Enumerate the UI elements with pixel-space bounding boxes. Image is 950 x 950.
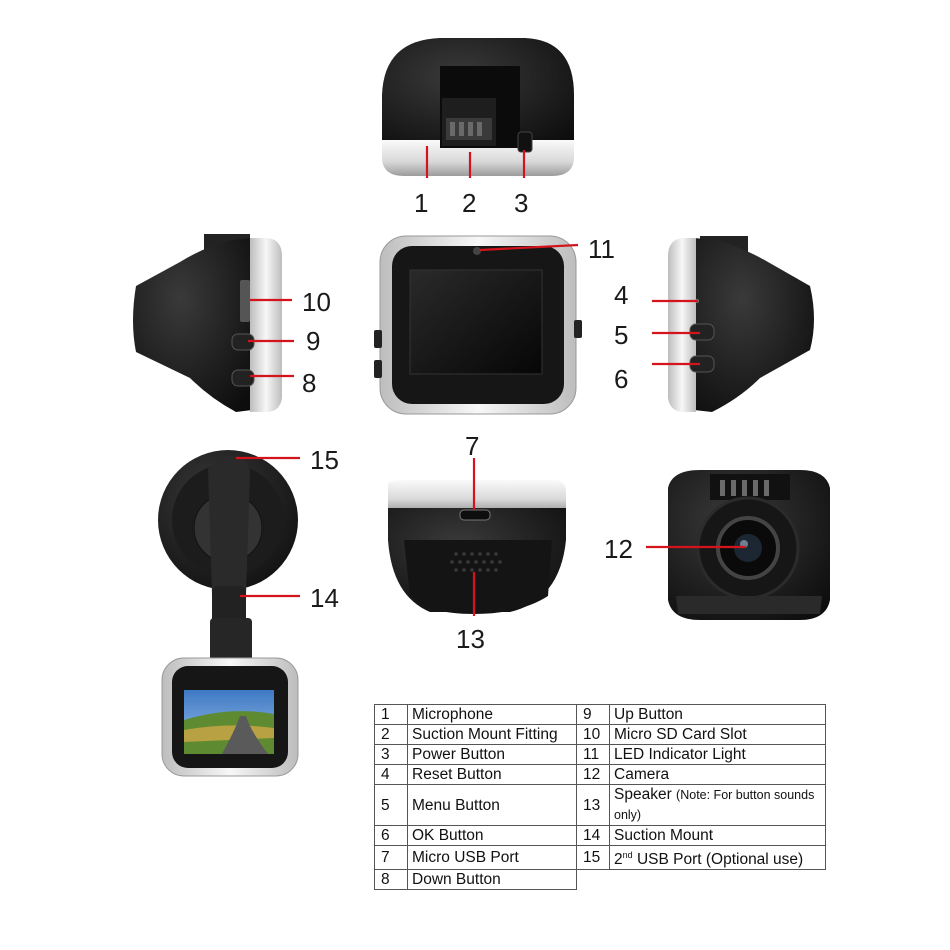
legend-label-sup: nd	[622, 850, 633, 860]
callout-4: 4	[614, 280, 628, 310]
front-screen-view	[374, 235, 582, 415]
legend-number: 1	[374, 704, 408, 725]
legend-label: Suction Mount Fitting	[407, 724, 577, 745]
top-view	[382, 38, 574, 176]
legend-number: 11	[576, 744, 610, 765]
legend-label-speaker: Speaker (Note: For button sounds only)	[609, 784, 826, 826]
legend-label: Reset Button	[407, 764, 577, 785]
legend-label: Suction Mount	[609, 825, 826, 846]
callout-15: 15	[310, 445, 339, 475]
bottom-view	[388, 480, 566, 614]
callout-10: 10	[302, 287, 331, 317]
legend-number: 6	[374, 825, 408, 846]
legend-label: Camera	[609, 764, 826, 785]
legend-label: Microphone	[407, 704, 577, 725]
back-camera-view	[668, 470, 830, 620]
legend-number: 12	[576, 764, 610, 785]
callout-3: 3	[514, 188, 528, 218]
legend-label: Power Button	[407, 744, 577, 765]
legend-number: 7	[374, 844, 408, 871]
callout-14: 14	[310, 583, 339, 613]
callout-8: 8	[302, 368, 316, 398]
legend-number: 2	[374, 724, 408, 745]
callout-6: 6	[614, 364, 628, 394]
table-row: 1 Microphone 9 Up Button	[374, 704, 826, 725]
right-side-view	[668, 236, 814, 412]
callout-1: 1	[414, 188, 428, 218]
callout-13: 13	[456, 624, 485, 654]
table-row: 7 Micro USB Port 15 2nd USB Port (Option…	[374, 844, 826, 871]
legend-label: OK Button	[407, 825, 577, 846]
legend-label: Up Button	[609, 704, 826, 725]
table-row: 3 Power Button 11 LED Indicator Light	[374, 744, 826, 765]
left-side-view	[133, 234, 282, 412]
legend-note: (Note: For button sounds only)	[614, 788, 815, 822]
leader-lines	[236, 146, 746, 616]
callout-7: 7	[465, 431, 479, 461]
legend-label: Down Button	[407, 869, 577, 891]
legend-label-usb2: 2nd USB Port (Optional use)	[609, 844, 826, 871]
legend-number: 13	[576, 784, 610, 826]
legend-number: 5	[374, 784, 408, 826]
legend-number: 14	[576, 825, 610, 846]
table-row: 5 Menu Button 13 Speaker (Note: For butt…	[374, 784, 826, 826]
legend-label-pre: 2	[614, 851, 623, 869]
legend-number: 10	[576, 724, 610, 745]
legend-label: Menu Button	[407, 784, 577, 826]
legend-number: 15	[576, 844, 610, 871]
callout-numbers: 1 2 3 4 5 6 7 8 9 10 11 12 13 14 15	[302, 188, 633, 654]
table-row: 4 Reset Button 12 Camera	[374, 764, 826, 785]
legend-number: 9	[576, 704, 610, 725]
legend-label: LED Indicator Light	[609, 744, 826, 765]
callout-11: 11	[588, 234, 615, 264]
legend-label: Micro SD Card Slot	[609, 724, 826, 745]
table-row: 8 Down Button	[374, 869, 826, 891]
callout-2: 2	[462, 188, 476, 218]
table-row: 6 OK Button 14 Suction Mount	[374, 825, 826, 846]
legend-number: 3	[374, 744, 408, 765]
suction-mount-view	[158, 450, 299, 777]
legend-number: 8	[374, 869, 408, 891]
table-row: 2 Suction Mount Fitting 10 Micro SD Card…	[374, 724, 826, 745]
parts-legend-table: 1 Microphone 9 Up Button 2 Suction Mount…	[374, 704, 826, 891]
callout-12: 12	[604, 534, 633, 564]
callout-9: 9	[306, 326, 320, 356]
legend-number: 4	[374, 764, 408, 785]
legend-label: Micro USB Port	[407, 844, 577, 871]
legend-label-post: USB Port (Optional use)	[632, 851, 804, 869]
legend-label: Speaker	[614, 786, 672, 803]
callout-5: 5	[614, 320, 628, 350]
